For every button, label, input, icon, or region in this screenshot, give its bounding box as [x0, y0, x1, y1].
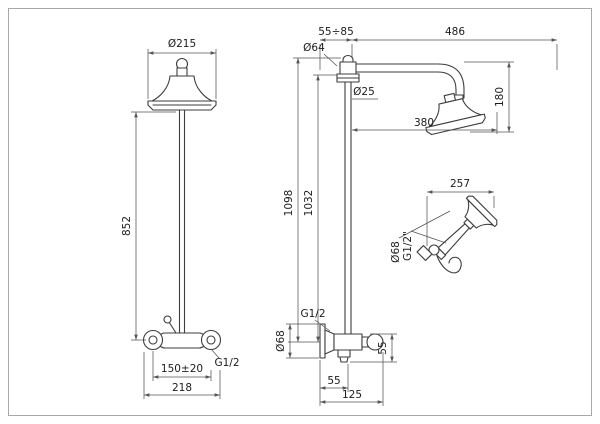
mixer-front [142, 315, 222, 351]
label-connection-thread-front: G1/2 [210, 348, 240, 369]
dim-arm-reach: 486 [352, 26, 558, 70]
mixer-side [319, 323, 384, 363]
dim-wall-flange-diameter: Ø68 [275, 323, 319, 359]
dim-label-wall-distance: 55÷85 [318, 26, 354, 38]
dim-overall-width-front: 218 [143, 352, 221, 399]
overhead-shower-front [147, 57, 217, 111]
handshower-hose [436, 255, 462, 274]
dim-outlet-drop: 55 [350, 333, 397, 363]
dim-label-wall-to-front: 125 [342, 389, 362, 401]
dim-label-head-diameter-front: Ø215 [168, 38, 196, 50]
handshower [416, 195, 498, 274]
dim-label-connection-spacing: 150±20 [161, 363, 203, 375]
dim-label-arm-reach: 486 [445, 26, 465, 38]
riser-pipe-side [344, 81, 352, 335]
arm-connector-side [336, 55, 360, 83]
label-text-connection-thread-front: G1/2 [214, 357, 239, 369]
dim-wall-distance: 55÷85 [318, 26, 354, 70]
dim-handshower-length: 257 [426, 178, 495, 246]
dim-wall-to-front: 125 [320, 352, 384, 406]
label-handshower-diameter: Ø68 [390, 210, 451, 263]
dim-label-overall-width-front: 218 [172, 382, 192, 394]
label-outlet-thread-side: G1/2 [300, 308, 331, 332]
label-text-outlet-thread-side: G1/2 [300, 308, 325, 320]
dim-label-column-height-front: 852 [121, 216, 133, 236]
label-text-hose-thread: G1/2" [402, 231, 414, 261]
dim-label-head-offset: 380 [414, 117, 434, 129]
dim-column-height-side: 1032 [303, 74, 337, 342]
dim-connection-spacing: 150±20 [152, 351, 212, 381]
dim-label-column-height-side: 1032 [303, 190, 315, 217]
dim-label-head-drop: 180 [494, 87, 506, 107]
drawing-border [8, 8, 592, 416]
dim-label-overall-height: 1098 [283, 190, 295, 217]
riser-pipe-front [178, 109, 186, 334]
label-text-handshower-diameter: Ø68 [390, 241, 402, 263]
dim-label-outlet-drop: 55 [377, 341, 389, 354]
front-view: Ø215 852 G1/2 150±20 218 [121, 38, 240, 399]
dim-label-wall-to-pipe: 55 [327, 375, 340, 387]
handshower-bracket [416, 244, 440, 261]
dim-head-offset: 380 [352, 112, 498, 134]
side-view: 55÷85 486 Ø64 Ø25 180 380 [275, 26, 558, 406]
dim-wall-to-pipe: 55 [319, 360, 349, 406]
label-hose-thread: G1/2" [402, 230, 447, 261]
label-top-flange-diameter: Ø64 [303, 42, 338, 67]
handshower-detail: 257 Ø68 G1/2" [390, 178, 498, 274]
label-text-top-flange-diameter: Ø64 [303, 42, 325, 54]
dim-head-drop: 180 [464, 61, 514, 133]
dim-head-diameter-front: Ø215 [147, 38, 217, 99]
dim-overall-height: 1098 [283, 57, 341, 343]
dim-column-height-front: 852 [121, 111, 176, 341]
dim-label-handshower-length: 257 [450, 178, 470, 190]
label-text-pipe-diameter: Ø25 [353, 86, 375, 98]
dim-label-wall-flange-diameter: Ø68 [275, 330, 287, 352]
label-pipe-diameter: Ø25 [352, 86, 378, 100]
